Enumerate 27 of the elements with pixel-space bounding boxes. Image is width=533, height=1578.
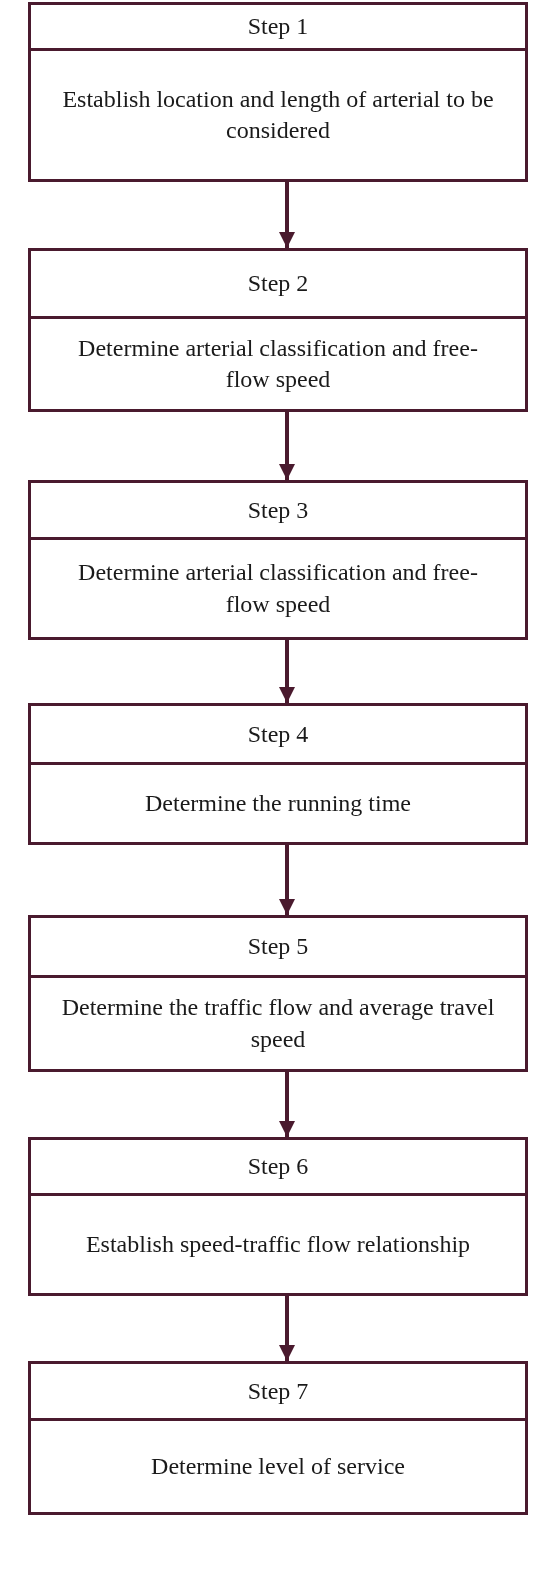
arrow bbox=[279, 412, 295, 480]
step-header: Step 1 bbox=[247, 13, 309, 40]
process-box bbox=[28, 480, 528, 640]
step-header: Step 5 bbox=[247, 933, 309, 960]
process-box bbox=[28, 248, 528, 412]
process-box bbox=[28, 1361, 528, 1515]
arrow bbox=[279, 1296, 295, 1361]
process-box bbox=[28, 703, 528, 845]
step-description: Determine the traffic flow and average travel speed bbox=[61, 993, 495, 1054]
arrow bbox=[279, 845, 295, 915]
process-box bbox=[28, 915, 528, 1072]
step-description: Determine arterial classification and free-flow speed bbox=[77, 333, 479, 394]
step-header: Step 3 bbox=[247, 496, 309, 524]
arrow bbox=[279, 1072, 295, 1137]
arrow bbox=[279, 640, 295, 703]
arrow bbox=[279, 182, 295, 248]
step-description: Determine arterial classification and free-flow speed bbox=[77, 558, 479, 619]
step-header: Step 7 bbox=[247, 1377, 309, 1405]
step-header: Step 2 bbox=[247, 270, 309, 297]
process-box bbox=[28, 2, 528, 182]
process-box bbox=[28, 1137, 528, 1296]
step-header: Step 6 bbox=[247, 1153, 309, 1180]
step-header: Step 4 bbox=[247, 720, 309, 748]
step-description: Establish location and length of arterial to be considered bbox=[61, 84, 495, 145]
step-description: Determine the running time bbox=[145, 788, 411, 818]
step-description: Determine level of service bbox=[151, 1451, 405, 1481]
step-description: Establish speed-traffic flow relationship bbox=[85, 1229, 471, 1259]
